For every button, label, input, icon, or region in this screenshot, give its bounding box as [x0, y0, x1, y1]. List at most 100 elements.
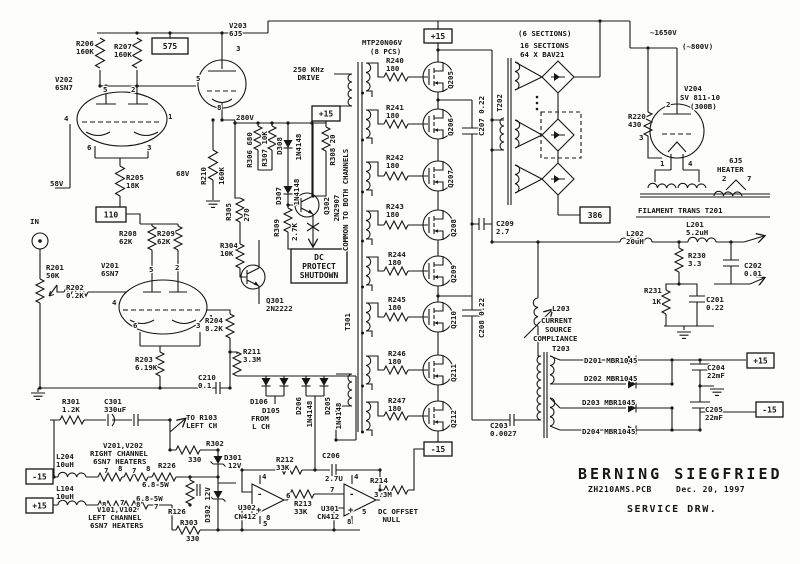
label-4: 4 [262, 472, 267, 481]
label-mtp20n06v: MTP20N06V [362, 38, 403, 47]
label-1n4148: 1N4148 [334, 403, 343, 430]
label-4: 4 [112, 298, 117, 307]
label-r231: R231 [644, 286, 662, 295]
label-64-x-bav21: 64 X BAV21 [520, 50, 565, 59]
page-title: BERNING SIEGFRIED [578, 465, 783, 483]
pcb-id: ZH210AMS.PCB [588, 485, 652, 494]
label-r226: R226 [158, 461, 176, 470]
label-330: 330 [186, 534, 199, 543]
label-5: 5 [149, 265, 153, 274]
label-280v: 280V [236, 113, 254, 122]
boxed-value-15: -15 [25, 468, 54, 485]
label-6j5: 6J5 [729, 156, 742, 165]
label-c207-0-22: C207 0.22 [477, 96, 486, 136]
label-txt: - [349, 490, 354, 500]
label-2n2907: 2N2907 [332, 195, 341, 222]
date: Dec. 20, 1997 [676, 485, 745, 494]
svg-text:-15: -15 [762, 406, 777, 415]
label-r126: R126 [168, 507, 186, 516]
label-3: 3 [196, 321, 200, 330]
label-v101-v102: V101,V102 [97, 505, 137, 514]
label-d206: D206 [294, 397, 303, 415]
label-7: 7 [120, 498, 124, 507]
label-q209: Q209 [449, 265, 458, 283]
boxed-value-15: +15 [423, 28, 453, 44]
label-source: SOURCE [545, 325, 572, 334]
label-8: 8 [102, 500, 106, 509]
label-8: 8 [136, 500, 140, 509]
label-r210: R210 [199, 167, 208, 185]
label-r303: R303 [180, 518, 198, 527]
label-800v: (~800V) [682, 42, 713, 51]
label-current: CURRENT [541, 316, 573, 325]
label-t203: T203 [552, 344, 570, 353]
label-q206: Q206 [446, 118, 455, 136]
svg-text:+15: +15 [431, 32, 446, 41]
label-compliance: COMPLIANCE [533, 334, 578, 343]
label-5: 5 [196, 74, 200, 83]
label-1: 1 [168, 112, 173, 121]
label-6: 6 [286, 491, 291, 500]
label-6-8-5w: 6.8-5W [142, 480, 169, 489]
svg-text:+15: +15 [319, 110, 334, 119]
label-6sn7-heaters: 6SN7 HEATERS [93, 457, 146, 466]
label-r214: R214 [370, 476, 388, 485]
label-8: 8 [118, 464, 122, 473]
label-txt: + [348, 506, 354, 516]
label-txt: - [257, 490, 262, 500]
drawing-type: SERVICE DRW. [627, 504, 717, 515]
label-68v: 68V [176, 169, 190, 178]
label-8: 8 [347, 517, 351, 526]
label-v204: V204 [684, 84, 702, 93]
label-r309: R309 [272, 219, 281, 237]
label-3: 3 [236, 44, 240, 53]
label-d203-mbr1045: D203 MBR1045 [582, 398, 635, 407]
boxed-value-15: +15 [746, 352, 775, 369]
label-right-channel: RIGHT CHANNEL [90, 449, 148, 458]
svg-text:+15: +15 [753, 357, 768, 366]
label-d301: D301 [224, 453, 242, 462]
label-sv-811-10: SV 811-10 [680, 93, 720, 102]
label-2: 2 [722, 174, 726, 183]
label-d202-mbr1045: D202 MBR1045 [584, 374, 637, 383]
svg-text:575: 575 [163, 42, 178, 51]
label-heater: HEATER [717, 165, 744, 174]
svg-text:-15: -15 [431, 445, 446, 454]
label-l-ch: L CH [252, 422, 270, 431]
label-filament-trans-t201: FILAMENT TRANS T201 [638, 206, 723, 215]
label-q210: Q210 [449, 311, 458, 329]
boxed-value-110: 110 [95, 206, 127, 223]
label-1n4148: 1N4148 [305, 401, 314, 428]
label-6sn7-heaters: 6SN7 HEATERS [90, 521, 143, 530]
label-3: 3 [639, 133, 643, 142]
label-d308: D308 [275, 137, 284, 155]
